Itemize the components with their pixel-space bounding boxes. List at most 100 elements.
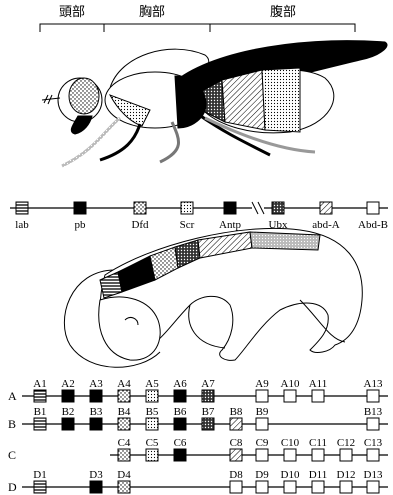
gene-label-C11: C11	[309, 437, 327, 449]
gene-box-C5	[146, 449, 158, 461]
gene-label-A13: A13	[364, 378, 383, 390]
gene-label-D9: D9	[255, 469, 269, 481]
gene-box-A9	[256, 390, 268, 402]
fly-abd-abdB	[262, 68, 300, 132]
gene-box-D11	[312, 481, 324, 493]
gene-box-B9	[256, 418, 268, 430]
cluster-row-label-B: B	[8, 417, 16, 431]
gene-label-B7: B7	[202, 406, 215, 418]
gene-label-A11: A11	[309, 378, 328, 390]
cluster-row-label-D: D	[8, 480, 17, 494]
gene-label-C8: C8	[230, 437, 243, 449]
gene-label-A10: A10	[281, 378, 300, 390]
fly-abd-abdA	[222, 70, 265, 130]
gene-label-D10: D10	[281, 469, 300, 481]
gene-box-B3	[90, 418, 102, 430]
cluster-row-label-A: A	[8, 389, 17, 403]
gene-label-B2: B2	[62, 406, 75, 418]
fly-illustration	[42, 41, 387, 166]
abdomen-bracket	[210, 24, 355, 32]
gene-box-D8	[230, 481, 242, 493]
body-region-brackets	[40, 24, 355, 32]
gene-box-B2	[62, 418, 74, 430]
gene-box-B7	[202, 418, 214, 430]
legend-box-Dfd	[134, 202, 146, 214]
gene-box-A4	[118, 390, 130, 402]
gene-box-D12	[340, 481, 352, 493]
gene-box-A6	[174, 390, 186, 402]
gene-label-C12: C12	[337, 437, 355, 449]
gene-box-A13	[367, 390, 379, 402]
legend-break-mark	[252, 202, 264, 214]
gene-box-D10	[284, 481, 296, 493]
gene-label-C4: C4	[118, 437, 131, 449]
gene-label-A3: A3	[89, 378, 103, 390]
gene-box-C6	[174, 449, 186, 461]
gene-label-C10: C10	[281, 437, 300, 449]
thorax-label: 胸部	[139, 4, 165, 19]
gene-label-D11: D11	[309, 469, 328, 481]
gene-label-A2: A2	[61, 378, 74, 390]
legend-box-Scr	[181, 202, 193, 214]
legend-label-abd-A: abd-A	[312, 219, 340, 231]
gene-label-D4: D4	[117, 469, 131, 481]
gene-box-B13	[367, 418, 379, 430]
legend-label-lab: lab	[15, 219, 29, 231]
fly-antenna	[42, 95, 60, 104]
gene-box-C10	[284, 449, 296, 461]
legend-box-Ubx	[272, 202, 284, 214]
gene-box-D3	[90, 481, 102, 493]
legend-box-abd-A	[320, 202, 332, 214]
embryo-limb-front	[189, 305, 225, 348]
gene-label-A4: A4	[117, 378, 131, 390]
gene-label-D1: D1	[33, 469, 46, 481]
gene-box-D13	[367, 481, 379, 493]
gene-label-A6: A6	[173, 378, 187, 390]
gene-box-C12	[340, 449, 352, 461]
gene-box-A1	[34, 390, 46, 402]
gene-box-C11	[312, 449, 324, 461]
gene-label-C13: C13	[364, 437, 383, 449]
gene-label-D13: D13	[364, 469, 383, 481]
gene-box-B1	[34, 418, 46, 430]
gene-box-A3	[90, 390, 102, 402]
gene-label-B13: B13	[364, 406, 383, 418]
gene-label-A9: A9	[255, 378, 269, 390]
gene-box-C13	[367, 449, 379, 461]
legend-label-pb: pb	[75, 219, 87, 231]
cluster-row-label-C: C	[8, 448, 16, 462]
gene-box-A5	[146, 390, 158, 402]
gene-box-C4	[118, 449, 130, 461]
gene-box-C8	[230, 449, 242, 461]
abdomen-label: 腹部	[270, 4, 296, 19]
gene-label-C5: C5	[146, 437, 159, 449]
gene-label-B6: B6	[174, 406, 187, 418]
gene-box-B5	[146, 418, 158, 430]
legend-label-Abd-B: Abd-B	[358, 219, 388, 231]
gene-label-A5: A5	[145, 378, 159, 390]
gene-box-A10	[284, 390, 296, 402]
gene-box-B6	[174, 418, 186, 430]
gene-box-B8	[230, 418, 242, 430]
gene-box-D9	[256, 481, 268, 493]
gene-label-B5: B5	[146, 406, 159, 418]
gene-box-A11	[312, 390, 324, 402]
gene-label-A7: A7	[201, 378, 215, 390]
head-bracket	[40, 24, 104, 32]
gene-label-B3: B3	[90, 406, 103, 418]
gene-label-B9: B9	[256, 406, 269, 418]
gene-label-C9: C9	[256, 437, 269, 449]
gene-label-B8: B8	[230, 406, 243, 418]
gene-box-A2	[62, 390, 74, 402]
embryo-illustration	[64, 228, 362, 367]
gene-box-D1	[34, 481, 46, 493]
gene-box-D4	[118, 481, 130, 493]
gene-label-B4: B4	[118, 406, 131, 418]
gene-label-B1: B1	[34, 406, 47, 418]
thorax-bracket	[104, 24, 210, 32]
gene-box-B4	[118, 418, 130, 430]
gene-box-C9	[256, 449, 268, 461]
